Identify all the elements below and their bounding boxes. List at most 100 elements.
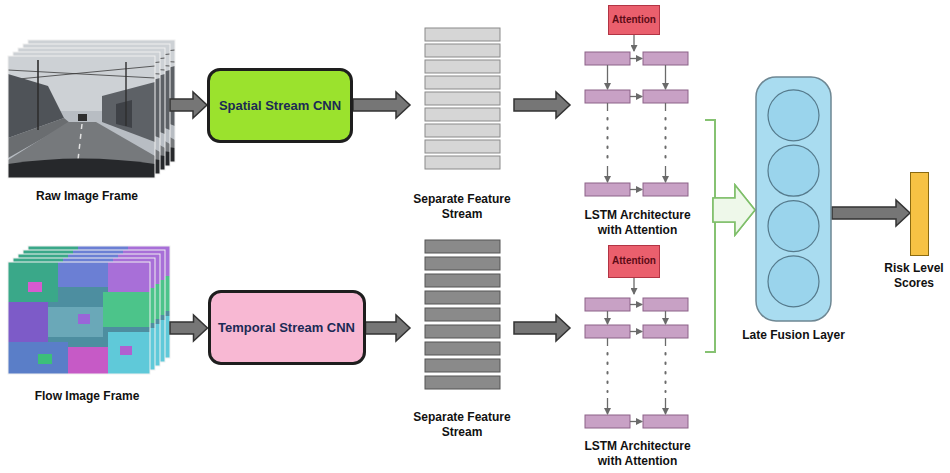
feature-stack-dark	[425, 240, 500, 253]
fusion-body	[756, 77, 831, 321]
lstm-cells-top	[607, 65, 608, 89]
lstm-cells-bottom	[608, 278, 666, 422]
flow-arrow	[170, 92, 207, 118]
flow-arrow	[832, 200, 910, 226]
box-label: Spatial Stream CNN	[219, 98, 341, 113]
flow-arrow	[514, 92, 570, 118]
lstm-cells-bottom	[585, 298, 688, 428]
feature-stack-light	[425, 44, 500, 57]
fusion-arrow	[713, 185, 755, 235]
lstm-cells-bottom	[633, 278, 634, 294]
flow-image-stack	[8, 246, 170, 374]
feature-stack-light	[425, 76, 500, 89]
fusion-neuron	[768, 90, 819, 141]
flow-arrow	[514, 315, 570, 341]
flow-arrow	[170, 315, 208, 341]
flow-arrow	[366, 315, 411, 341]
feature-stack-dark	[425, 342, 500, 355]
caption-label: LSTM Architecture with Attention	[574, 439, 702, 469]
lstm-cells-top	[665, 166, 666, 182]
fusion-neuron	[768, 145, 819, 196]
risk-score-bar: Risk Level Scores	[910, 172, 929, 256]
flow-arrow	[353, 92, 410, 118]
lstm-cells-bottom	[585, 325, 630, 338]
fusion-outline	[755, 76, 832, 322]
feature-stack-light	[425, 140, 500, 153]
lstm-cells-bottom	[630, 304, 642, 305]
caption-label: Risk Level Scores	[882, 261, 946, 291]
lstm-block: LSTM Architecture with Attention Attentio…	[570, 240, 705, 469]
lstm-cells-top	[607, 103, 608, 111]
lstm-cells-bottom	[607, 338, 608, 346]
feature-stack-dark	[425, 359, 500, 372]
feature-stack-light	[425, 92, 500, 105]
caption-label: Late Fusion Layer	[742, 328, 845, 342]
lstm-cells-bottom	[630, 421, 642, 422]
feature-stack-light	[425, 108, 500, 121]
fusion-feed-line	[705, 120, 715, 198]
fusion-arrow	[705, 120, 755, 235]
lstm-cells-top	[665, 118, 667, 160]
feature-stack-dark	[425, 376, 500, 389]
flow-arrow	[170, 315, 208, 341]
flow-arrow	[353, 92, 410, 118]
feature-stack-light	[425, 156, 500, 169]
caption-label: Flow Image Frame	[35, 389, 140, 404]
lstm-cells-bottom	[643, 298, 688, 311]
feature-stack-light	[425, 60, 500, 73]
feature-stream: Separate Feature Stream	[410, 20, 514, 222]
feature-stream: Separate Feature Stream	[410, 234, 514, 440]
lstm-cells-bottom	[665, 353, 667, 392]
lstm-cells-bottom	[665, 338, 666, 346]
late-fusion-layer: Late Fusion Layer	[755, 76, 832, 322]
flow-arrow	[366, 315, 411, 341]
lstm-cells-top	[643, 183, 688, 196]
caption-label: Separate Feature Stream	[410, 192, 514, 222]
lstm-cells-top	[643, 90, 688, 103]
lstm-cells-bottom	[643, 325, 688, 338]
caption-label: Separate Feature Stream	[410, 410, 514, 440]
fusion-neuron	[768, 201, 819, 252]
fusion-arrow	[713, 185, 755, 235]
lstm-cells-top	[630, 96, 642, 97]
feature-stack-light	[425, 28, 500, 41]
lstm-cells-top	[633, 35, 634, 51]
lstm-cells-top	[585, 52, 630, 65]
lstm-cells-top	[585, 52, 688, 196]
lstm-cells-bottom	[607, 398, 608, 414]
fusion-feed-line	[705, 222, 715, 352]
flow-arrow	[832, 200, 910, 226]
lstm-cells-top	[585, 183, 630, 196]
raw-image-stack	[8, 56, 155, 178]
feature-stack-dark	[425, 274, 500, 287]
lstm-cells-top	[608, 35, 666, 190]
flow-arrow	[514, 315, 570, 341]
lstm-cells-bottom	[665, 398, 666, 414]
box-label: Attention	[612, 255, 656, 268]
flow-image-frames: Flow Image Frame	[4, 244, 170, 404]
lstm-cells-top	[630, 58, 642, 59]
feature-stack-dark	[425, 308, 500, 321]
lstm-cells-bottom	[607, 311, 608, 324]
lstm-block: LSTM Architecture with AttentionAttentio…	[570, 0, 705, 238]
lstm-cells-bottom	[607, 353, 609, 392]
raw-image-stack	[8, 40, 175, 178]
raw-image-frames: Raw Image Frame	[4, 36, 170, 204]
spatial-cnn-box: Spatial Stream CNN	[207, 68, 353, 143]
lstm-cells-bottom	[585, 298, 630, 311]
lstm-cells-top	[585, 90, 630, 103]
feature-stack-dark	[425, 257, 500, 270]
lstm-cells-top	[585, 35, 688, 196]
temporal-cnn-box: Temporal Stream CNN	[208, 290, 366, 365]
feature-stack-dark	[425, 240, 500, 389]
lstm-cells-top	[607, 166, 608, 182]
caption-label: LSTM Architecture with Attention	[574, 208, 702, 238]
flow-image-stack	[8, 262, 150, 374]
lstm-cells-top	[630, 189, 642, 190]
lstm-cells-bottom	[585, 415, 630, 428]
feature-stack-light	[425, 28, 500, 169]
lstm-cells-top	[607, 118, 609, 160]
lstm-cells-bottom	[585, 278, 688, 428]
lstm-cells-top	[665, 103, 666, 111]
